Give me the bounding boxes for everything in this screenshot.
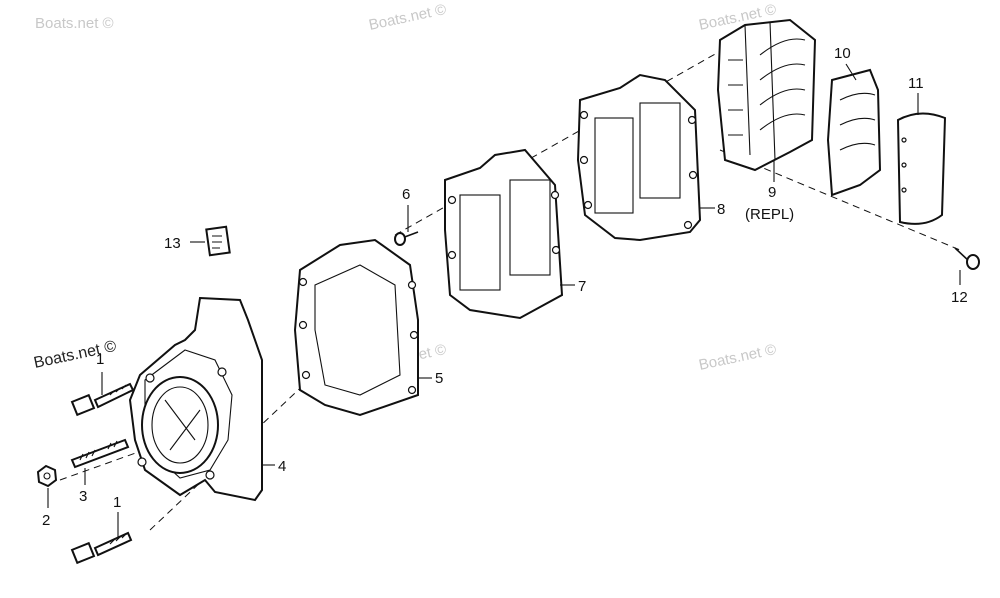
part-1-bolt-lower <box>70 531 133 565</box>
callout-9-note: (REPL) <box>745 206 794 223</box>
part-5-gasket <box>293 238 419 417</box>
callout-2: 2 <box>42 512 50 529</box>
part-11-reed-stop <box>896 112 947 225</box>
callout-5: 5 <box>435 370 443 387</box>
leader-lines <box>47 63 961 538</box>
callout-12: 12 <box>951 289 968 306</box>
callout-7: 7 <box>578 278 586 295</box>
watermark-top-center: Boats.net © <box>367 1 447 34</box>
callout-6: 6 <box>402 186 410 203</box>
part-12-screw <box>954 247 980 270</box>
callout-9: 9 <box>768 184 776 201</box>
watermark-right: Boats.net © <box>697 341 777 374</box>
part-6-screw <box>394 231 419 246</box>
callout-1-lower: 1 <box>113 494 121 511</box>
part-10-reed-petals <box>826 68 882 197</box>
part-9-reed-block <box>716 18 817 172</box>
callout-1-upper: 1 <box>96 351 104 368</box>
watermark-top-left: Boats.net © <box>35 15 114 32</box>
part-3-stud <box>70 438 130 469</box>
callout-11: 11 <box>908 75 924 92</box>
callout-4: 4 <box>278 458 286 475</box>
part-4-intake-adapter <box>128 296 263 502</box>
alignment-line-right <box>719 149 961 251</box>
callout-3: 3 <box>79 488 87 505</box>
part-8-gasket <box>576 73 702 242</box>
callout-10: 10 <box>834 45 851 62</box>
part-2-nut <box>36 464 58 488</box>
watermark-left: Boats.net © <box>32 338 118 372</box>
part-1-bolt-upper <box>70 382 135 417</box>
callout-8: 8 <box>717 201 725 218</box>
part-7-spacer <box>444 148 564 320</box>
part-13-decal <box>205 225 231 257</box>
callout-13: 13 <box>164 235 181 252</box>
